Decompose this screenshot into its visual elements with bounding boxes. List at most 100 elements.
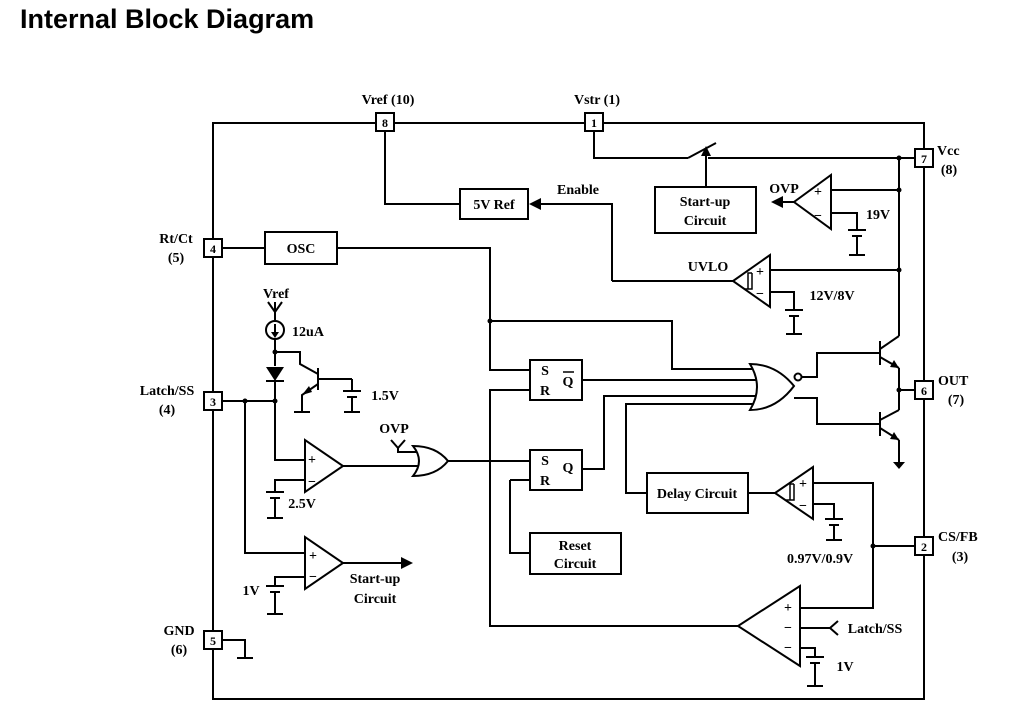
svg-text:+: + <box>308 453 316 468</box>
ovp-comparator: + − <box>792 173 832 231</box>
output-or-gate <box>748 362 803 412</box>
latch-ss-input-label: Latch/SS <box>848 622 903 637</box>
svg-text:+: + <box>814 185 822 200</box>
ovp-or-gate <box>410 444 450 478</box>
svg-text:−: − <box>308 475 316 490</box>
enable-label: Enable <box>557 183 599 198</box>
pin-gnd-alt: (6) <box>171 643 188 658</box>
svg-text:+: + <box>756 265 764 280</box>
pin-vref-label: Vref (10) <box>362 93 415 108</box>
vcc-rail <box>708 157 915 336</box>
osc-block: OSC <box>264 231 338 265</box>
pin-latch-alt: (4) <box>159 403 176 418</box>
pin-vstr-label: Vstr (1) <box>574 93 620 108</box>
svg-text:S: S <box>541 454 549 469</box>
svg-text:−: − <box>784 641 792 656</box>
svg-text:+: + <box>799 477 807 492</box>
pin-rtct-alt: (5) <box>168 251 185 266</box>
svg-text:Q: Q <box>563 461 574 476</box>
uvlo-ref-label: 12V/8V <box>809 289 854 304</box>
pin-csfb-label: CS/FB <box>938 530 978 545</box>
pin-latch-number: 3 <box>210 395 216 409</box>
reset-circuit: Reset Circuit <box>529 532 622 575</box>
pin-csfb-number: 2 <box>921 540 927 554</box>
pin-rtct[interactable]: 4 Rt/Ct (5) <box>159 232 223 266</box>
svg-text:Reset: Reset <box>559 539 592 554</box>
pin-vstr[interactable]: 1 Vstr (1) <box>574 93 620 132</box>
svg-text:Circuit: Circuit <box>684 214 727 229</box>
osc-wire <box>337 247 530 371</box>
pin-latch-ss[interactable]: 3 Latch/SS (4) <box>140 384 223 418</box>
pin-out-alt: (7) <box>948 393 965 408</box>
reset-bus <box>489 389 738 627</box>
svg-text:Q: Q <box>563 375 574 390</box>
uvlo-label: UVLO <box>688 260 729 275</box>
svg-text:5V Ref: 5V Ref <box>473 198 515 213</box>
pin-gnd-number: 5 <box>210 634 216 648</box>
svg-text:S: S <box>541 364 549 379</box>
pin-cs-fb[interactable]: 2 CS/FB (3) <box>914 530 978 565</box>
startup-switch[interactable] <box>687 142 717 159</box>
startup-circuit-top: Start-up Circuit <box>654 186 757 234</box>
vstr-wire <box>593 131 688 159</box>
latch-ref-label: 2.5V <box>288 497 316 512</box>
startup-comparator: + − <box>304 535 345 591</box>
pin-csfb-alt: (3) <box>952 550 969 565</box>
ovp-comparator-label: OVP <box>769 182 799 197</box>
delay-ref-label: 0.97V/0.9V <box>787 552 853 567</box>
pin-vref[interactable]: 8 Vref (10) <box>362 93 415 132</box>
sr-latch-2: S R Q <box>529 449 583 491</box>
vref-wire <box>384 131 460 205</box>
svg-text:+: + <box>309 549 317 564</box>
startup-output-label-1: Start-up <box>350 572 401 587</box>
ovp-input-label: OVP <box>379 422 409 437</box>
pin-rtct-number: 4 <box>210 242 216 256</box>
delay-circuit: Delay Circuit <box>646 472 749 514</box>
svg-text:−: − <box>309 570 317 585</box>
clamp-transistor <box>275 351 352 412</box>
current-source-label: 12uA <box>292 325 325 340</box>
output-transistor-upper <box>879 335 900 369</box>
pin-out-label: OUT <box>938 374 969 389</box>
startup-ref-label: 1V <box>242 584 259 599</box>
ref-5v-block: 5V Ref <box>459 188 529 220</box>
svg-text:−: − <box>799 499 807 514</box>
svg-text:Start-up: Start-up <box>680 195 731 210</box>
svg-text:R: R <box>540 384 551 399</box>
pin-gnd[interactable]: 5 GND (6) <box>163 624 223 658</box>
sr-latch-1: S R Q <box>529 359 583 401</box>
svg-text:+: + <box>784 601 792 616</box>
vref-node-label: Vref <box>263 287 289 302</box>
latch-comparator: + − <box>304 438 345 494</box>
output-transistor-lower <box>879 409 900 441</box>
svg-text:R: R <box>540 474 551 489</box>
pin-rtct-label: Rt/Ct <box>159 232 193 247</box>
svg-text:Delay Circuit: Delay Circuit <box>657 487 738 502</box>
pin-vref-number: 8 <box>382 116 388 130</box>
startup-output-label-2: Circuit <box>354 592 397 607</box>
page-title: Internal Block Diagram <box>20 4 315 34</box>
svg-text:Circuit: Circuit <box>554 557 597 572</box>
ovp-ref-19v: 19V <box>866 208 890 223</box>
svg-text:−: − <box>814 209 822 224</box>
pin-vstr-number: 1 <box>591 116 597 130</box>
current-sense-amplifier: + − − <box>736 584 801 668</box>
uvlo-comparator: + − <box>731 253 771 309</box>
delay-comparator: + − <box>773 465 814 521</box>
pin-vcc[interactable]: 7 Vcc (8) <box>914 144 960 178</box>
pin-vcc-number: 7 <box>921 152 927 166</box>
enable-wire <box>540 203 613 281</box>
svg-text:−: − <box>756 287 764 302</box>
pin-out[interactable]: 6 OUT (7) <box>914 374 969 408</box>
pin-vcc-alt: (8) <box>941 163 958 178</box>
clamp-diode <box>266 367 284 381</box>
pin-out-number: 6 <box>921 384 927 398</box>
pin-vcc-label: Vcc <box>937 144 960 159</box>
svg-text:−: − <box>784 621 792 636</box>
svg-text:OSC: OSC <box>287 242 316 257</box>
pin-gnd-label: GND <box>163 624 194 639</box>
csense-ref-label: 1V <box>836 660 853 675</box>
pin-latch-label: Latch/SS <box>140 384 195 399</box>
clamp-ref-label: 1.5V <box>371 389 399 404</box>
